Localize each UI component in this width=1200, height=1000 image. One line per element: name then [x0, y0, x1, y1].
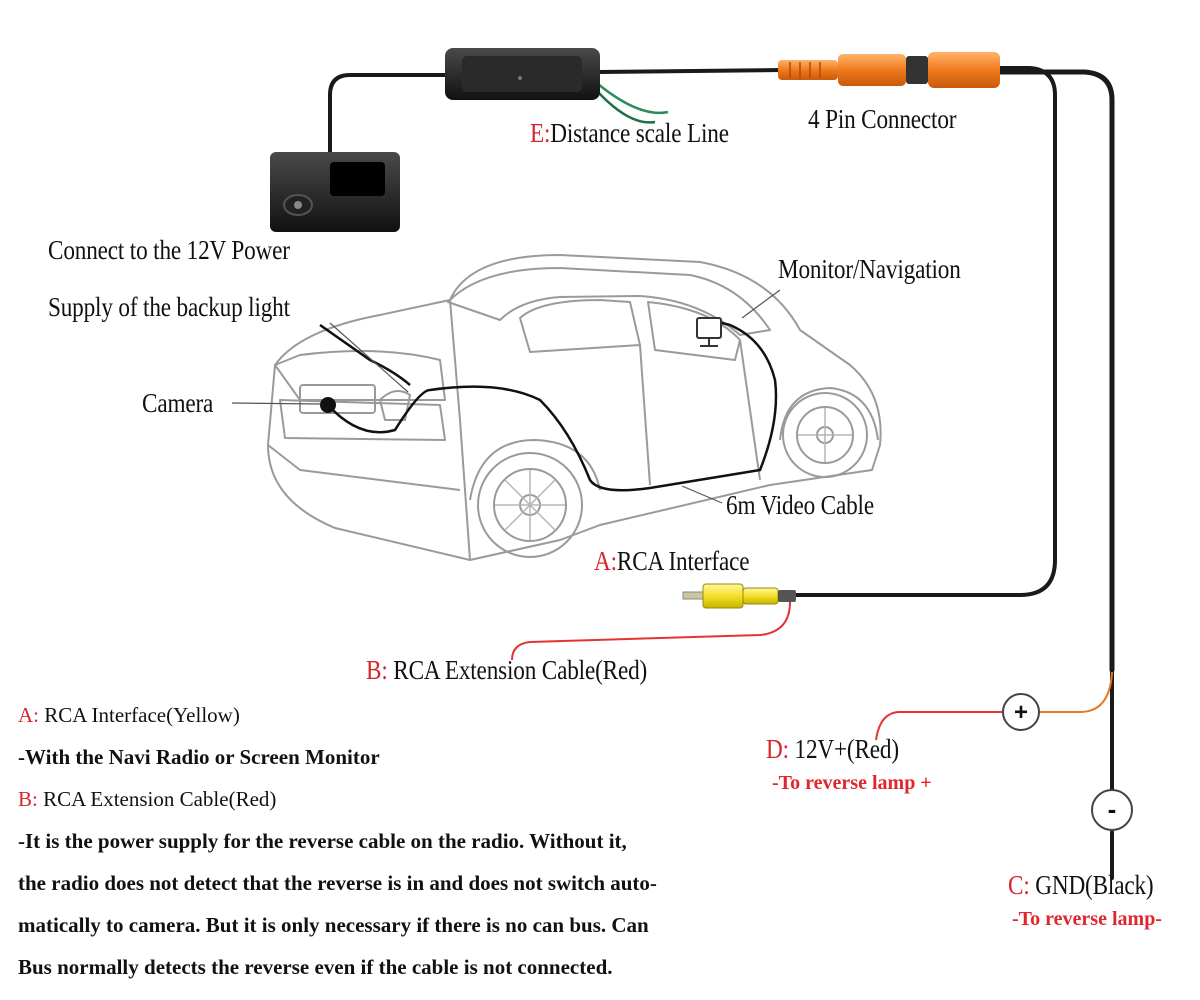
main-cable	[328, 66, 1115, 880]
note-b-text: RCA Extension Cable(Red)	[43, 787, 277, 811]
label-rca-extension: B: RCA Extension Cable(Red)	[366, 655, 647, 686]
label-c-text: GND(Black)	[1035, 870, 1154, 900]
label-camera: Camera	[142, 388, 214, 418]
label-power-line2: Supply of the backup light	[48, 292, 290, 322]
note-a-text: RCA Interface(Yellow)	[44, 703, 240, 727]
note-b-title: B: RCA Extension Cable(Red)	[18, 778, 778, 820]
minus-terminal-icon	[1091, 789, 1133, 831]
label-d-text: 12V+(Red)	[794, 734, 900, 764]
label-gnd: C: GND(Black)	[1008, 870, 1154, 901]
power-wires	[875, 671, 1113, 741]
label-12v-sub: -To reverse lamp +	[772, 772, 932, 794]
label-distance-scale: E:Distance scale Line	[530, 118, 729, 149]
note-a-letter: A:	[18, 703, 39, 727]
label-a-letter: A:	[594, 546, 617, 576]
note-b-desc-line: Bus normally detects the reverse even if…	[18, 955, 613, 979]
label-e-text: Distance scale Line	[550, 118, 729, 148]
label-four-pin: 4 Pin Connector	[808, 104, 957, 134]
note-b-desc-line: -It is the power supply for the reverse …	[18, 829, 627, 853]
notes-block: A: RCA Interface(Yellow) -With the Navi …	[18, 694, 778, 988]
distance-scale-wires	[597, 83, 669, 124]
note-b-desc-line: the radio does not detect that the rever…	[18, 871, 657, 895]
label-b-letter: B:	[366, 655, 388, 685]
plus-terminal-icon	[1002, 693, 1040, 731]
label-c-letter: C:	[1008, 870, 1030, 900]
pointer-lines	[329, 289, 781, 504]
label-rca-interface: A:RCA Interface	[594, 546, 750, 577]
label-12v: D: 12V+(Red)	[766, 734, 899, 765]
note-a-title: A: RCA Interface(Yellow)	[18, 694, 778, 736]
label-e-letter: E:	[530, 118, 551, 148]
rca-connector	[682, 583, 796, 609]
note-a-desc: -With the Navi Radio or Screen Monitor	[18, 745, 380, 769]
rca-extension-wire	[511, 601, 791, 661]
label-video-cable: 6m Video Cable	[726, 490, 874, 520]
note-b-desc-line: matically to camera. But it is only nece…	[18, 913, 649, 937]
label-a-text: RCA Interface	[616, 546, 750, 576]
label-b-text: RCA Extension Cable(Red)	[393, 655, 648, 685]
label-power-line1: Connect to the 12V Power	[48, 235, 290, 265]
four-pin-connector	[778, 52, 1000, 88]
note-b-letter: B:	[18, 787, 38, 811]
label-d-letter: D:	[766, 734, 789, 764]
label-gnd-sub: -To reverse lamp-	[1012, 908, 1162, 930]
label-monitor: Monitor/Navigation	[778, 254, 961, 284]
monitor-icon	[696, 317, 722, 347]
minus-symbol: -	[1108, 794, 1117, 824]
camera-housing	[270, 152, 400, 232]
plus-symbol: +	[1014, 699, 1028, 726]
control-box	[445, 48, 600, 100]
video-cable-in-car	[319, 320, 778, 492]
